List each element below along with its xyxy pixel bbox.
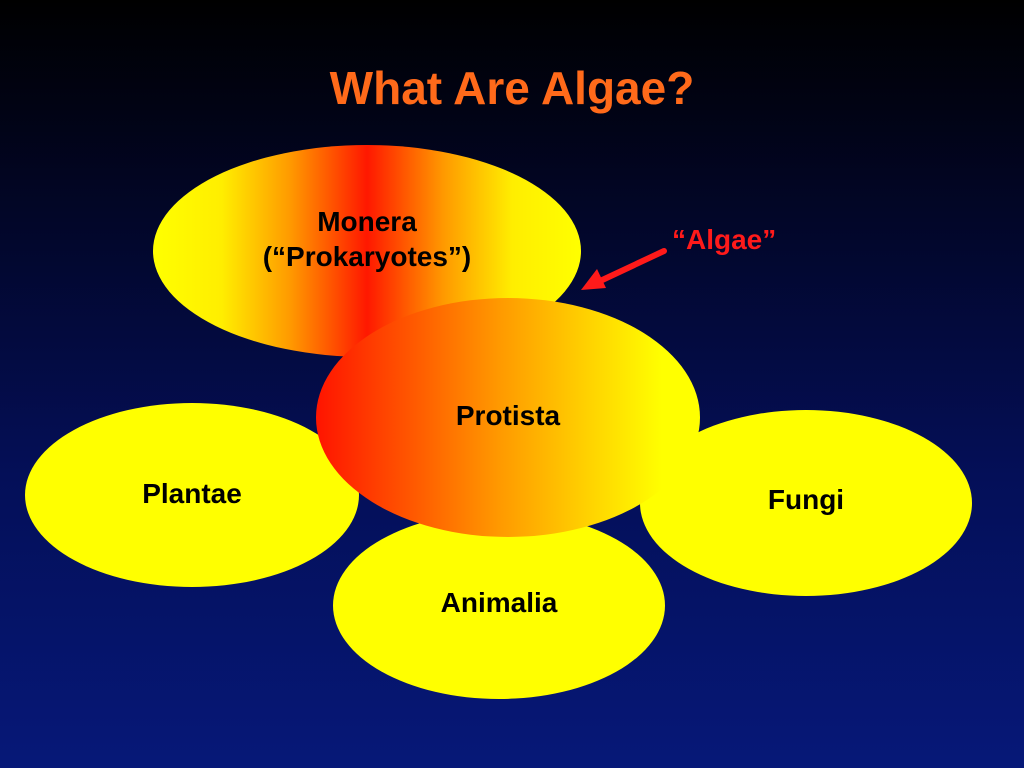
monera-label: Monera (“Prokaryotes”) <box>263 204 472 274</box>
plantae-label: Plantae <box>142 477 242 509</box>
monera-name: Monera <box>317 206 417 237</box>
fungi-label: Fungi <box>767 483 845 515</box>
monera-subtitle: (“Prokaryotes”) <box>262 241 472 272</box>
algae-arrow-head <box>581 269 606 290</box>
animalia-label: Animalia <box>440 587 558 618</box>
protista-label: Protista <box>455 400 561 431</box>
algae-arrow-shaft <box>595 248 667 285</box>
slide-title: What Are Algae? <box>329 62 695 114</box>
ellipse-monera: Monera (“Prokaryotes”) <box>153 145 581 357</box>
ellipse-animalia: Animalia <box>333 512 665 699</box>
algae-annotation-label: “Algae” <box>672 224 777 255</box>
ellipse-plantae: Plantae <box>25 403 359 587</box>
ellipse-protista: Protista <box>316 298 700 537</box>
